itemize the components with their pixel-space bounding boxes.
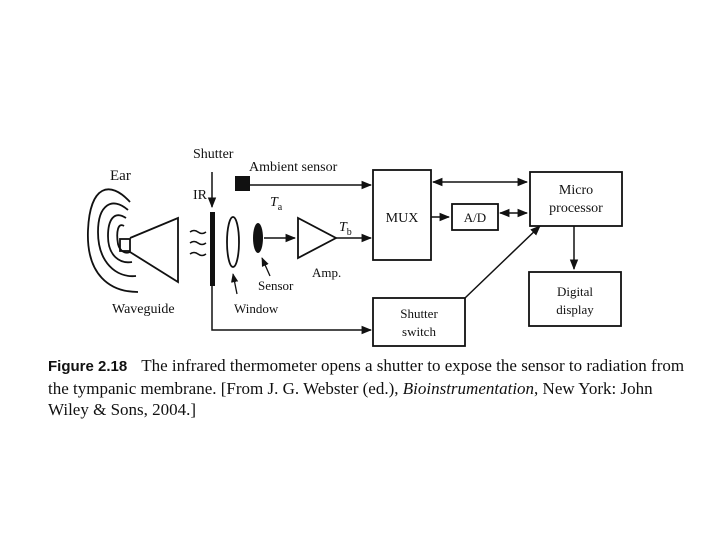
shutter-feedback-line xyxy=(211,286,373,335)
label-sensor: Sensor xyxy=(258,278,294,293)
shutter-plate xyxy=(210,212,215,286)
sensor-pointer-arrow xyxy=(261,257,271,277)
ir-radiation-waves xyxy=(189,229,207,257)
thermometer-block-diagram: Shutter Ear IR Ambient sensor Ta Tb MUX … xyxy=(87,147,623,347)
label-shutter: Shutter xyxy=(193,147,234,162)
caption-text-1: The infrared thermometer opens a shutter… xyxy=(48,356,685,398)
label-ta: Ta xyxy=(270,195,283,213)
ear-drawing xyxy=(87,188,139,293)
mux-block xyxy=(372,169,432,261)
label-waveguide: Waveguide xyxy=(112,302,175,317)
figure-label: Figure 2.18 xyxy=(48,358,128,375)
caption-text-2: , New York: John Wiley & Sons, 2004.] xyxy=(48,378,653,420)
micro-to-shutter-switch-arrow xyxy=(464,225,541,299)
label-ad: A/D xyxy=(464,210,486,225)
window-pointer-arrow xyxy=(231,273,239,295)
label-amp: Amp. xyxy=(312,265,341,280)
waveguide-shape xyxy=(119,216,179,284)
label-window: Window xyxy=(234,301,279,316)
label-ear: Ear xyxy=(110,168,131,184)
window-lens xyxy=(226,216,240,268)
microprocessor-block xyxy=(529,171,623,227)
label-micro-line1: Micro xyxy=(559,183,593,198)
label-shutter-switch-line2: switch xyxy=(402,324,436,339)
label-mux: MUX xyxy=(386,211,419,226)
label-micro-line2: processor xyxy=(549,201,603,216)
ad-converter-block xyxy=(451,203,499,231)
amplifier xyxy=(297,216,338,260)
label-digital-line1: Digital xyxy=(557,284,593,299)
shutter-switch-block xyxy=(372,297,466,347)
label-digital-line2: display xyxy=(556,302,594,317)
label-ambient-sensor: Ambient sensor xyxy=(249,160,338,175)
label-ir: IR xyxy=(193,188,208,203)
ir-sensor xyxy=(253,223,263,253)
caption-book-title: Bioinstrumentation xyxy=(402,378,535,398)
ambient-sensor xyxy=(235,176,250,191)
digital-display-block xyxy=(528,271,622,327)
label-shutter-switch-line1: Shutter xyxy=(400,306,438,321)
label-tb: Tb xyxy=(339,220,352,238)
